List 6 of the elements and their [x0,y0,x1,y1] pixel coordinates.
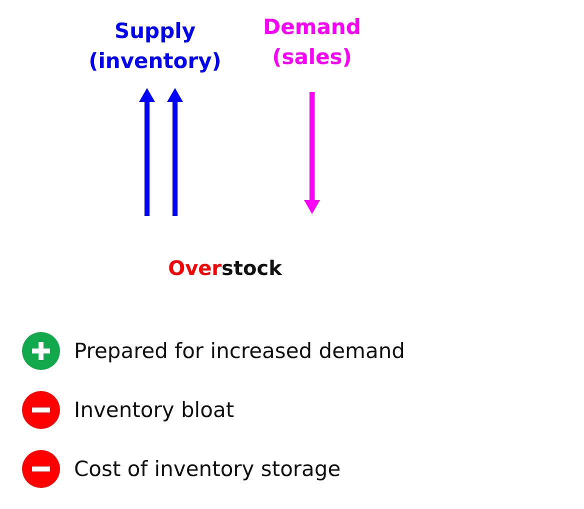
legend-text: Prepared for increased demand [74,339,405,363]
status-label: Overstock [167,256,284,280]
heading-label: Demand (sales) [262,14,362,71]
heading-label: Supply (inventory) [88,18,222,75]
legend-text: Inventory bloat [74,398,234,422]
legend-text: Cost of inventory storage [74,457,341,481]
